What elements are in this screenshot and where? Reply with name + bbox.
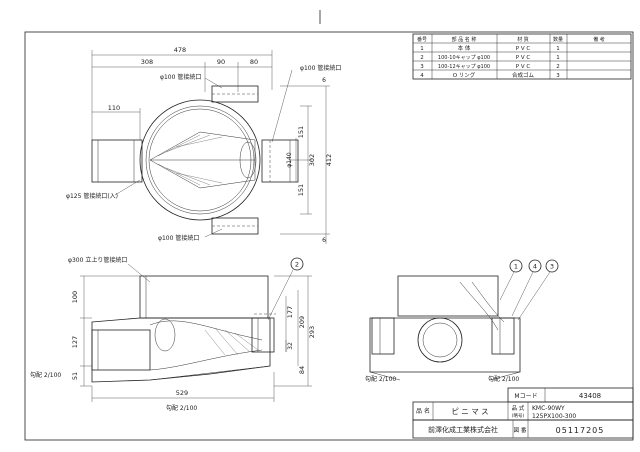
doc-number-label: 図 番 (514, 427, 527, 434)
label-plan-bottom-port: φ100 管接続口 (158, 234, 199, 242)
balloon-2-label: 2 (295, 261, 299, 269)
mcode-value: 43408 (579, 392, 601, 400)
dim-overall-width: 478 (174, 46, 186, 54)
table-cell: 100-12キャップ φ100 (438, 64, 490, 70)
table-cell: P V C (516, 64, 531, 70)
table-header-material: 材 質 (517, 36, 529, 43)
dim-upper-half: 151 (297, 126, 305, 138)
dim-inlet-length: 110 (108, 104, 120, 112)
table-cell: 1 (556, 55, 560, 61)
dim-dia-140: φ140 (286, 152, 293, 168)
label-side-slope-left: 勾配 2/100 (365, 375, 396, 383)
dim-lower-half: 151 (297, 184, 305, 196)
model-label: 品 式 (512, 404, 525, 412)
model-value-2: 125PX100-300 (532, 413, 576, 420)
front-view: 100 127 51 177 209 293 32 84 529 φ300 立上… (30, 256, 316, 412)
table-cell: 1 (556, 46, 560, 52)
dim-right-width: 80 (250, 58, 258, 66)
table-cell: 2 (420, 55, 424, 61)
dim-total-height: 412 (325, 154, 333, 166)
table-cell: 3 (420, 64, 424, 70)
company-name: 前澤化成工業株式会社 (428, 425, 498, 434)
table-cell: 2 (556, 64, 560, 70)
doc-number-value: 05117205 (556, 426, 605, 435)
table-cell: 3 (556, 73, 560, 79)
dim-front-top-h: 100 (71, 291, 79, 303)
dim-inner-height: 302 (308, 154, 316, 166)
dim-mid-width: 90 (217, 58, 225, 66)
dim-front-mid-h: 127 (71, 336, 79, 348)
dim-bottom-gap: 6 (322, 237, 326, 244)
dim-front-293: 293 (308, 326, 316, 338)
mcode-label: Mコード (514, 393, 537, 400)
table-cell: 100-10キャップ φ100 (438, 55, 490, 61)
label-plan-top-port: φ100 管接続口 (160, 73, 201, 81)
table-cell: P V C (516, 46, 531, 52)
balloon-1-label: 1 (514, 263, 518, 271)
label-plan-right-port: φ100 管接続口 (300, 64, 341, 72)
dim-front-low-h: 51 (71, 372, 79, 380)
model-value-1: KMC-90WY (532, 405, 565, 412)
balloon-4-label: 4 (533, 263, 537, 271)
balloon-1 (509, 259, 523, 273)
name-value: ピ ニ マ ス (451, 407, 488, 416)
balloon-3 (545, 259, 559, 273)
balloon-4 (528, 259, 542, 273)
table-header-no: 番号 (417, 36, 427, 43)
table-header-qty: 数量 (553, 36, 563, 43)
balloon-2 (290, 257, 304, 271)
dim-top-gap: 6 (322, 77, 326, 84)
plan-view: 478 308 90 80 110 (66, 46, 341, 244)
dim-front-177: 177 (286, 306, 294, 318)
table-cell: 1 (420, 46, 424, 52)
label-front-slope-bottom: 勾配 2/100 (166, 404, 197, 412)
parts-table: 番号 部 品 名 称 材 質 数量 備 考 1 本 体 P V C 1 2 10… (412, 33, 632, 80)
side-view: 1 4 3 勾配 2/100 勾配 2/100 (365, 259, 559, 383)
name-label: 品 名 (416, 407, 430, 415)
dim-front-32: 32 (287, 342, 294, 350)
table-header-remark: 備 考 (593, 36, 605, 43)
title-block: Mコード 43408 品 名 ピ ニ マ ス 品 式 (略号) KMC-90WY… (412, 387, 634, 439)
table-cell: 4 (420, 73, 424, 79)
table-cell: O リング (453, 71, 476, 79)
model-sub-label: (略号) (512, 412, 525, 419)
table-header-name: 部 品 名 称 (452, 36, 477, 43)
balloon-3-label: 3 (550, 263, 554, 271)
dim-left-width: 308 (141, 58, 153, 66)
label-front-top-port: φ300 立上り管接続口 (68, 256, 127, 264)
table-cell: P V C (516, 55, 531, 61)
table-cell: 本 体 (458, 44, 471, 52)
dim-front-209: 209 (298, 316, 306, 328)
dim-front-84: 84 (298, 366, 306, 374)
label-front-slope-left: 勾配 2/100 (30, 371, 61, 379)
label-plan-left-inlet: φ125 管接続口(入) (66, 192, 118, 200)
table-cell: 合成ゴム (512, 71, 535, 79)
dim-front-length: 529 (176, 389, 188, 397)
sheet-border (24, 31, 634, 441)
label-side-slope-right: 勾配 2/100 (488, 375, 519, 383)
